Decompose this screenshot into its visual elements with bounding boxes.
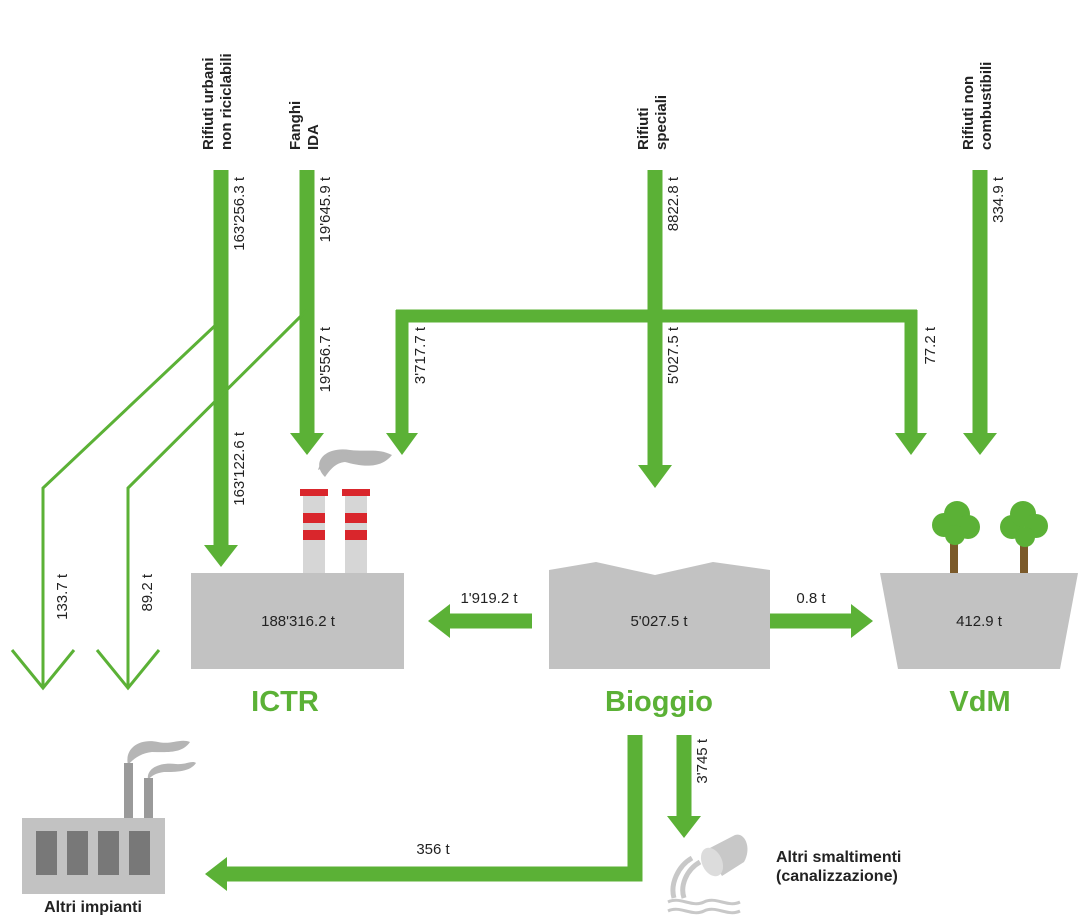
flow-label-bioggio-other: 356 t <box>416 841 450 858</box>
flow-label-noncomb-in: 334.9 t <box>990 176 1007 223</box>
ictr-total: 188'316.2 t <box>261 613 336 630</box>
altri-smaltimenti-label: Altri smaltimenti (canalizzazione) <box>776 849 906 885</box>
flow-fanghi-other-arrowhead <box>95 649 161 691</box>
flow-rsu-other-arrowhead <box>10 649 76 691</box>
flow-bioggio-canal-arrowhead <box>667 816 701 838</box>
bioggio-name: Bioggio <box>605 686 713 718</box>
factory-icon <box>22 740 196 894</box>
destination-labels: Altri impianti Altri smaltimenti (canali… <box>44 849 906 915</box>
flow-label-fanghi-in: 19'645.9 t <box>317 176 334 242</box>
flow-rsu-arrowhead <box>204 545 238 567</box>
source-label-fanghi: Fanghi IDA <box>287 97 322 150</box>
flow-bioggio-vdm-arrowhead <box>851 604 873 638</box>
flow-speciali-arrowhead <box>638 465 672 488</box>
source-label-speciali: Rifiuti speciali <box>635 95 670 150</box>
flow-labels: 163'256.3 t 163'122.6 t 133.7 t 19'645.9… <box>54 176 1007 858</box>
ictr-name: ICTR <box>251 686 319 718</box>
flow-fanghi-other <box>126 308 309 688</box>
vdm-name: VdM <box>949 686 1010 718</box>
altri-impianti-label: Altri impianti <box>44 899 142 915</box>
flow-label-speciali-ictr: 3'717.7 t <box>412 326 429 384</box>
source-labels: Rifiuti urbani non riciclabili Fanghi ID… <box>200 53 995 150</box>
flow-label-fanghi-ictr: 19'556.7 t <box>317 326 334 392</box>
flow-speciali-ictr-arrowhead <box>386 433 418 455</box>
plant-labels: 188'316.2 t 5'027.5 t 412.9 t ICTR Biogg… <box>251 613 1010 718</box>
source-label-noncomb: Rifiuti non combustibili <box>960 62 995 150</box>
bioggio-plant <box>549 562 770 669</box>
vdm-plant <box>880 501 1078 669</box>
flow-lines <box>10 170 997 891</box>
flow-bioggio-other <box>225 735 643 882</box>
flow-label-speciali-vdm: 77.2 t <box>922 326 939 364</box>
flow-label-speciali-bioggio: 5'027.5 t <box>665 326 682 384</box>
flow-speciali-vdm-arrowhead <box>895 433 927 455</box>
chimney-icon <box>342 489 370 574</box>
flow-bioggio-ictr-arrowhead <box>428 604 450 638</box>
flow-fanghi-arrowhead <box>290 433 324 455</box>
vdm-building <box>880 573 1078 669</box>
ictr-plant <box>191 449 404 669</box>
flow-rsu-other <box>41 318 223 688</box>
flow-bioggio-other-arrowhead <box>205 857 227 891</box>
flow-label-fanghi-other: 89.2 t <box>139 573 156 611</box>
flow-label-bioggio-ictr: 1'919.2 t <box>460 590 518 607</box>
flow-label-rsu-in: 163'256.3 t <box>231 176 248 251</box>
source-label-rsu: Rifiuti urbani non riciclabili <box>200 53 235 150</box>
flow-noncomb-arrowhead <box>963 433 997 455</box>
tree-icon <box>932 501 980 575</box>
flow-label-rsu-other: 133.7 t <box>54 573 71 620</box>
flow-label-bioggio-vdm: 0.8 t <box>796 590 826 607</box>
chimney-icon <box>300 489 328 574</box>
vdm-total: 412.9 t <box>956 613 1003 630</box>
smoke-icon <box>318 450 352 470</box>
tree-icon <box>1000 501 1048 575</box>
flow-label-speciali-in: 8822.8 t <box>665 176 682 231</box>
flow-label-rsu-ictr: 163'122.6 t <box>231 431 248 506</box>
ictr-building <box>191 573 404 669</box>
pipe-outflow-icon <box>667 834 748 915</box>
bioggio-total: 5'027.5 t <box>630 613 688 630</box>
flow-label-bioggio-canal: 3'745 t <box>694 738 711 783</box>
bioggio-building <box>549 562 770 669</box>
